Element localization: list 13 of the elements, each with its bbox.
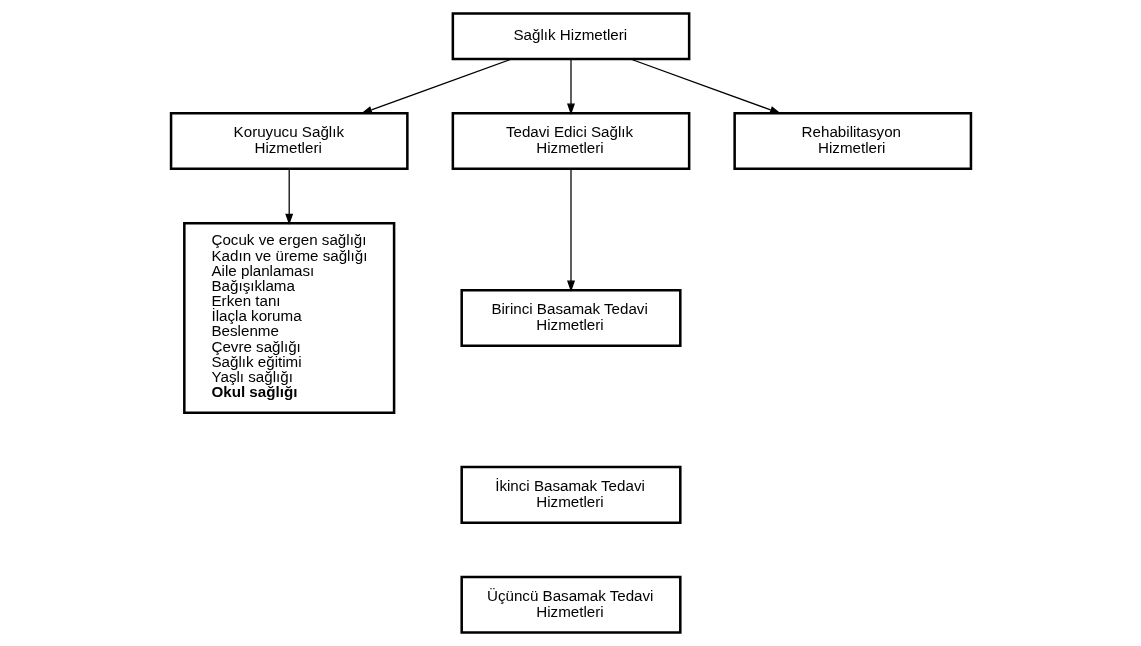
arrow [360, 58, 512, 114]
arrow [629, 58, 781, 114]
node-box: Tedavi Edici Sağlık Hizmetleri [451, 111, 690, 171]
node-box: Üçüncü Basamak Tedavi Hizmetleri [459, 575, 682, 634]
node-box: Rehabilitasyon Hizmetleri [732, 111, 972, 171]
node-box: Koruyucu Sağlık Hizmetleri [169, 111, 409, 171]
node-box: Birinci Basamak Tedavi Hizmetleri [459, 288, 682, 347]
node-box: Çocuk ve ergen sağlığı Kadın ve üreme sağlığı Aile planlaması Bağışıklama Erken tanı İlaçla koruma Beslenme Çevre sağlığı Sağlık eğitimi Yaşlı sağlığı Okul sağlığı [182, 221, 395, 414]
node-box: İkinci Basamak Tedavi Hizmetleri [459, 465, 682, 524]
arrow [566, 168, 575, 292]
arrow [284, 168, 293, 226]
node-box: Sağlık Hizmetleri [451, 12, 690, 61]
arrow [566, 58, 575, 115]
